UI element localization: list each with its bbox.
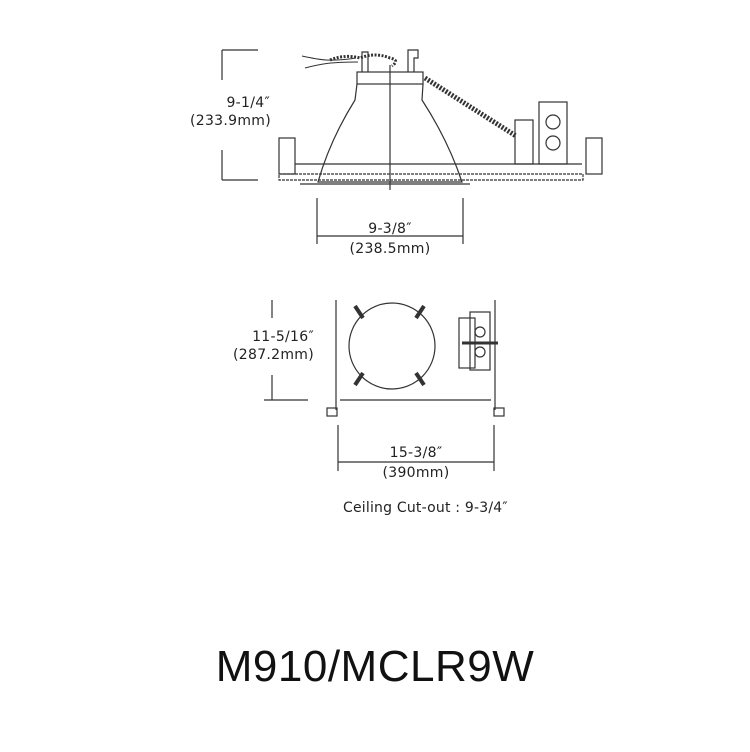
top-view-drawing xyxy=(264,300,505,417)
width-dimension-label: 15-3/8″ (390mm) xyxy=(356,444,476,482)
height-dimension-label: 9-1/4″ (233.9mm) xyxy=(190,94,271,130)
side-view-drawing xyxy=(221,49,603,190)
height-metric: (233.9mm) xyxy=(190,113,271,129)
aperture-dimension-label: 9-3/8″ (238.5mm) xyxy=(330,220,450,258)
ceiling-cutout-label: Ceiling Cut-out : 9-3/4″ xyxy=(343,500,508,516)
aperture-metric: (238.5mm) xyxy=(349,241,431,257)
width-imperial: 15-3/8″ xyxy=(389,445,443,461)
aperture-dimension xyxy=(316,198,464,244)
model-number: M910/MCLR9W xyxy=(215,642,535,691)
depth-imperial: 11-5/16″ xyxy=(252,329,314,345)
width-metric: (390mm) xyxy=(382,465,450,481)
aperture-imperial: 9-3/8″ xyxy=(368,221,412,237)
height-imperial: 9-1/4″ xyxy=(226,95,270,111)
width-dimension xyxy=(337,425,495,471)
depth-dimension-label: 11-5/16″ (287.2mm) xyxy=(218,328,314,364)
depth-metric: (287.2mm) xyxy=(233,347,314,363)
